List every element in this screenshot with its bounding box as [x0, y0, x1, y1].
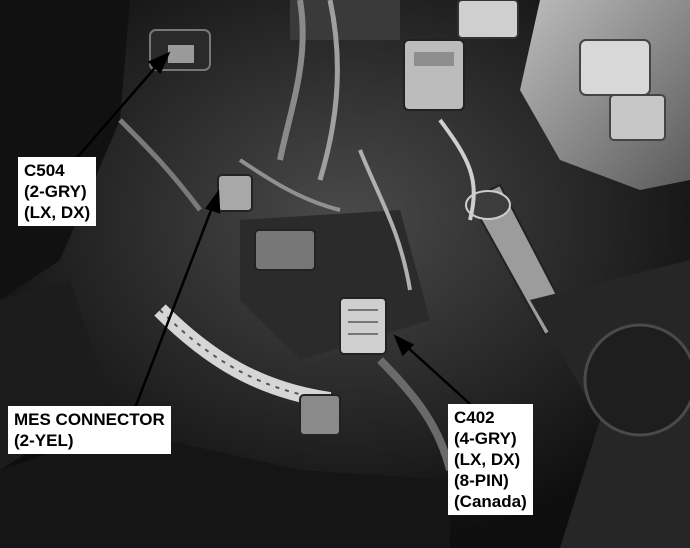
- mes-line-1: MES CONNECTOR: [14, 410, 165, 429]
- c402-line-4: (8-PIN): [454, 471, 509, 490]
- c402-line-1: C402: [454, 408, 495, 427]
- mes-line-2: (2-YEL): [14, 431, 74, 450]
- mes-connector-callout: MES CONNECTOR (2-YEL): [8, 406, 171, 454]
- c504-callout: C504 (2-GRY) (LX, DX): [18, 157, 97, 226]
- c504-line-1: C504: [24, 161, 65, 180]
- c504-line-3: (LX, DX): [24, 203, 91, 222]
- c402-line-5: (Canada): [454, 492, 527, 511]
- leader-lines: [74, 51, 471, 409]
- c402-line-2: (4-GRY): [454, 429, 517, 448]
- c402-line-3: (LX, DX): [454, 450, 521, 469]
- c402-callout: C402 (4-GRY) (LX, DX) (8-PIN) (Canada): [448, 404, 533, 515]
- c504-line-2: (2-GRY): [24, 182, 87, 201]
